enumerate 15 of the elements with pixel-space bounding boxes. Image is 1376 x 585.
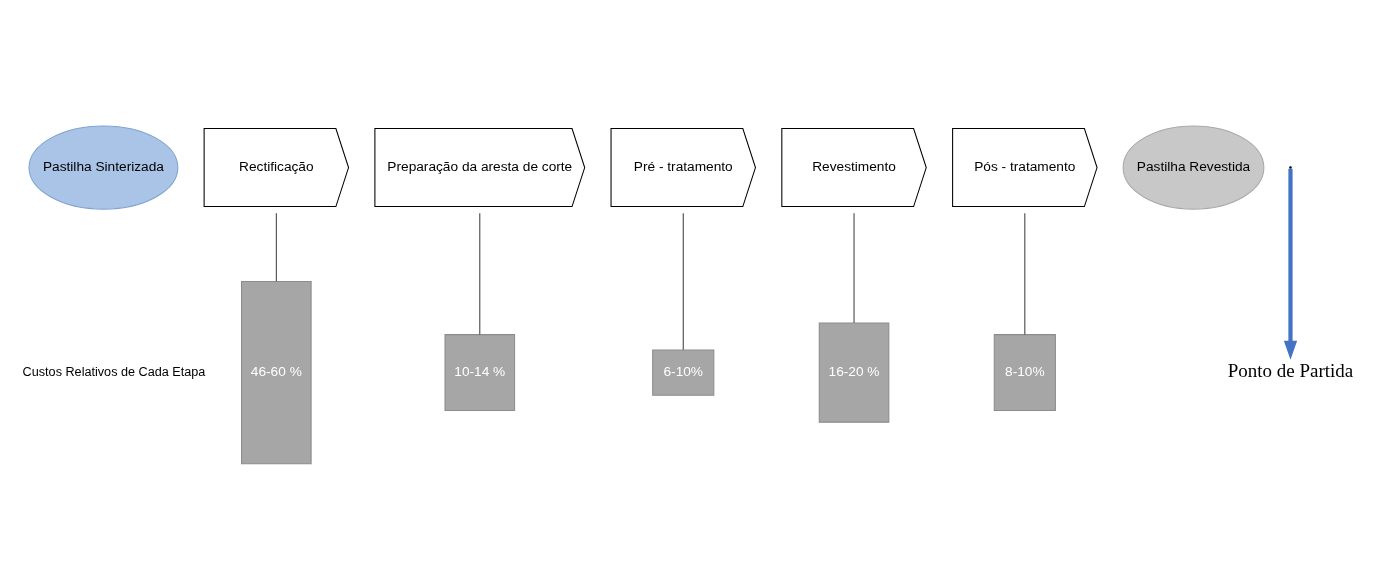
- connector: [1024, 212, 1026, 335]
- connector: [682, 212, 684, 350]
- connector: [853, 212, 855, 323]
- arrow: [1283, 168, 1298, 360]
- node-box: 16-20 %: [818, 322, 890, 423]
- node-ellipse: Pastilha Revestida: [1122, 124, 1265, 210]
- node-ellipse: Pastilha Sinterizada: [28, 124, 179, 210]
- node-box: 10-14 %: [444, 333, 516, 411]
- node-text: Ponto de Partida: [1227, 359, 1354, 381]
- node-box: 46-60 %: [241, 280, 312, 464]
- connector: [275, 212, 277, 282]
- label: Custos Relativos de Cada Etapa: [22, 364, 206, 379]
- node-box: 6-10%: [652, 348, 715, 396]
- connector: [479, 212, 481, 335]
- node-box: 8-10%: [993, 333, 1056, 411]
